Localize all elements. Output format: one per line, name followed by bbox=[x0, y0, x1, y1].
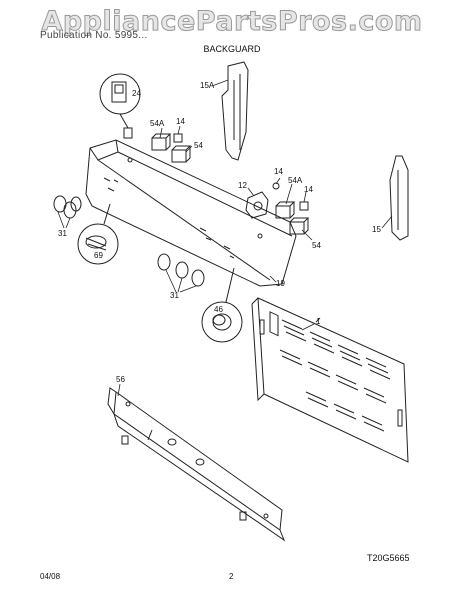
callout-15: 15 bbox=[372, 225, 381, 234]
part-31-knobs-left bbox=[53, 195, 82, 219]
callout-54-mid: 54 bbox=[312, 241, 321, 250]
part-14-top-clip bbox=[173, 133, 183, 143]
callout-31-bottom: 31 bbox=[170, 291, 179, 300]
callout-12: 12 bbox=[238, 181, 247, 190]
callout-1: 1 bbox=[316, 317, 321, 326]
part-54a-top-switch bbox=[151, 133, 172, 151]
part-19-control-panel bbox=[85, 139, 297, 287]
callout-24: 24 bbox=[132, 89, 141, 98]
callout-54-top: 54 bbox=[194, 141, 203, 150]
callout-46: 46 bbox=[214, 305, 223, 314]
part-15-end-panel bbox=[389, 155, 409, 241]
watermark: AppliancePartsPros.com bbox=[41, 6, 423, 38]
callout-14-mid2: 14 bbox=[304, 185, 313, 194]
callout-19: 19 bbox=[276, 279, 285, 288]
part-54-top-switch bbox=[171, 145, 192, 163]
footer-page-number: 2 bbox=[229, 572, 234, 581]
callout-54a-mid: 54A bbox=[288, 176, 303, 185]
part-46-button-detail bbox=[201, 267, 243, 343]
callout-15a: 15A bbox=[200, 81, 215, 90]
callout-31-left: 31 bbox=[58, 229, 67, 238]
section-title: BACKGUARD bbox=[203, 44, 261, 54]
part-54-mid-switch bbox=[289, 217, 310, 235]
callout-54a-top: 54A bbox=[150, 119, 165, 128]
callout-labels: 24 54A 14 54 15A 12 14 54A 14 54 15 19 3… bbox=[58, 81, 381, 384]
footer-date: 04/08 bbox=[40, 572, 61, 581]
publication-number: Publication No. 5995... bbox=[40, 30, 148, 41]
part-15a-end-panel bbox=[221, 61, 249, 161]
part-24-rocker-switch-detail bbox=[99, 73, 141, 139]
part-31-knobs-bottom bbox=[157, 253, 205, 287]
part-12-infinite-switch bbox=[245, 182, 280, 219]
part-1-rear-panel bbox=[251, 297, 409, 463]
callout-69: 69 bbox=[94, 251, 103, 260]
diagram-code: T20G5665 bbox=[367, 553, 410, 563]
part-56-bottom-bracket bbox=[107, 387, 286, 542]
leader-lines bbox=[57, 79, 393, 397]
part-54a-mid-switch bbox=[275, 201, 296, 219]
part-69-knob-detail bbox=[77, 203, 119, 265]
part-14-mid-clip bbox=[299, 201, 309, 211]
callout-14-mid: 14 bbox=[274, 167, 283, 176]
callout-56: 56 bbox=[116, 375, 125, 384]
callout-14-top: 14 bbox=[176, 117, 185, 126]
